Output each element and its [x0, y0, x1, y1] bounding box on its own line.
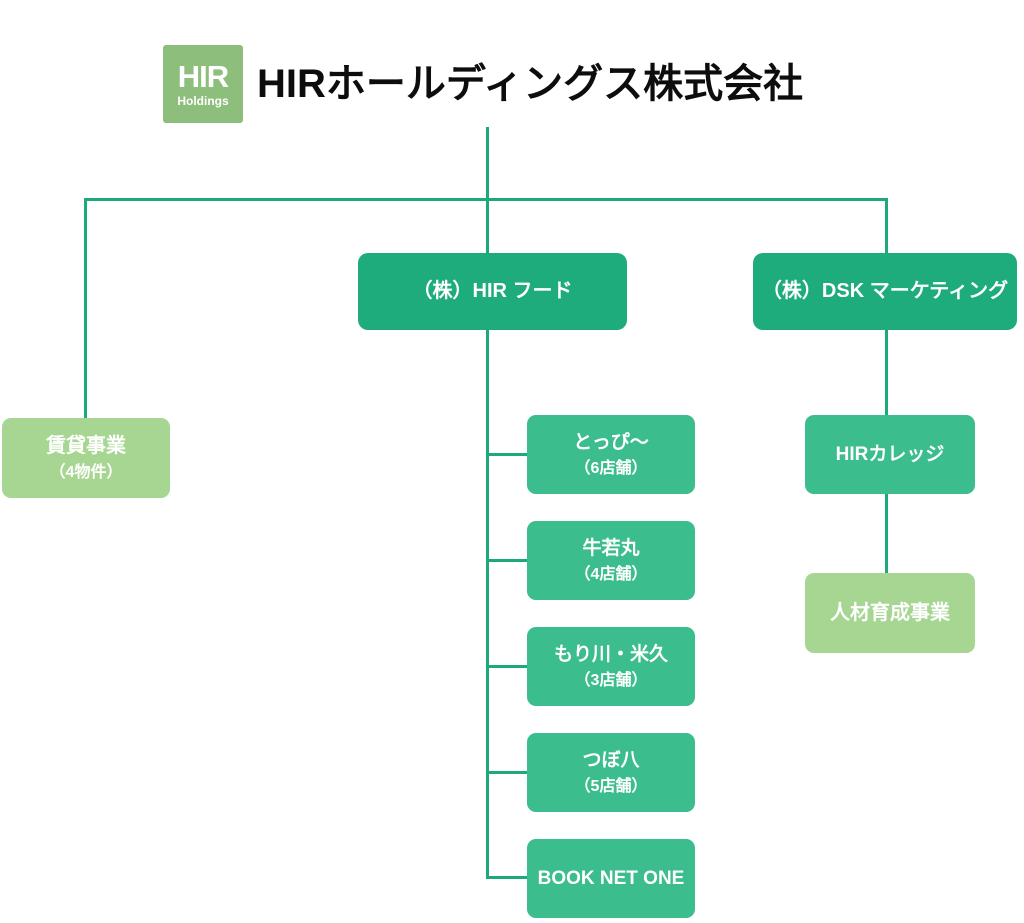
node-rental-business: 賃貸事業 （4物件）	[2, 418, 170, 498]
connector-root-vertical	[486, 127, 489, 254]
node-hir-college: HIRカレッジ	[805, 415, 975, 494]
connector-college-to-jinzai	[885, 493, 888, 574]
node-dsk-marketing: （株）DSK マーケティング	[753, 253, 1017, 330]
node-sublabel: （4物件）	[49, 463, 123, 481]
connector-dsk-to-college	[885, 329, 888, 417]
node-label: BOOK NET ONE	[537, 867, 685, 889]
node-label: （株）HIR フード	[412, 280, 573, 302]
node-sublabel: （4店舗）	[574, 565, 648, 583]
connector-stub-ushiwakamaru	[486, 559, 529, 562]
node-label: つぼ八	[582, 749, 640, 771]
node-hir-food: （株）HIR フード	[358, 253, 627, 330]
connector-left-vertical	[84, 198, 87, 419]
node-toppy: とっぴ〜 （6店舗）	[527, 415, 695, 494]
node-jinzai-ikusei: 人材育成事業	[805, 573, 975, 653]
node-sublabel: （3店舗）	[574, 671, 648, 689]
connector-right-vertical	[885, 198, 888, 255]
node-tsubohachi: つぼ八 （5店舗）	[527, 733, 695, 812]
node-label: とっぴ〜	[573, 431, 649, 453]
connector-stub-tsubohachi	[486, 771, 529, 774]
hir-holdings-logo: HIR Holdings	[163, 45, 243, 123]
node-label: 賃貸事業	[46, 434, 126, 457]
node-ushiwakamaru: 牛若丸 （4店舗）	[527, 521, 695, 600]
node-label: 牛若丸	[582, 537, 640, 559]
node-label: HIRカレッジ	[835, 443, 945, 465]
brand-header: HIR Holdings HIRホールディングス株式会社	[163, 45, 803, 123]
node-sublabel: （5店舗）	[574, 777, 648, 795]
node-label: もり川・米久	[553, 643, 668, 665]
connector-stub-booknetone	[486, 876, 529, 879]
node-morikawa-yonekyu: もり川・米久 （3店舗）	[527, 627, 695, 706]
node-book-net-one: BOOK NET ONE	[527, 839, 695, 918]
logo-text-hir: HIR	[177, 59, 229, 94]
connector-food-trunk	[486, 329, 489, 879]
node-label: （株）DSK マーケティング	[761, 280, 1009, 302]
page-title: HIRホールディングス株式会社	[257, 62, 804, 106]
node-sublabel: （6店舗）	[574, 459, 648, 477]
connector-main-horizontal	[84, 198, 888, 201]
node-label: 人材育成事業	[830, 601, 950, 624]
logo-text-holdings: Holdings	[177, 94, 229, 108]
connector-stub-morikawa	[486, 665, 529, 668]
connector-stub-toppy	[486, 453, 529, 456]
